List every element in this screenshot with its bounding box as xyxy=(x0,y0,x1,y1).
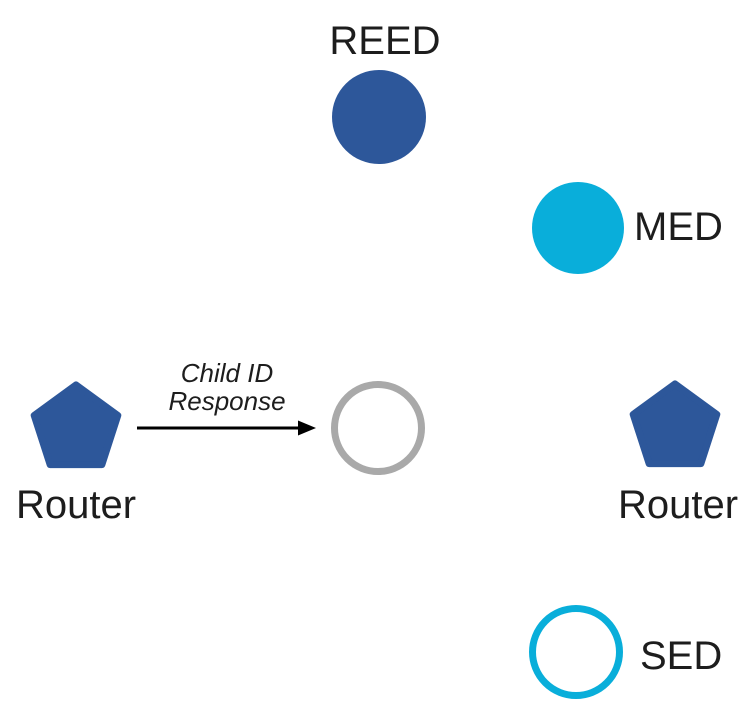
router-right-label: Router xyxy=(617,483,739,527)
node-router-left xyxy=(29,381,123,471)
message-label: Child ID Response xyxy=(127,359,327,415)
node-router-right xyxy=(628,380,722,470)
sed-node-circle xyxy=(529,605,623,699)
sed-label: SED xyxy=(640,634,723,678)
message-label-line2: Response xyxy=(168,386,286,416)
joining-device-circle xyxy=(331,381,425,475)
child-id-response-arrow-icon xyxy=(137,420,316,436)
reed-node-circle xyxy=(332,70,426,164)
med-label: MED xyxy=(634,205,723,249)
med-node-circle xyxy=(532,182,624,274)
reed-label: REED xyxy=(329,19,441,63)
message-label-line1: Child ID xyxy=(180,358,274,388)
pentagon-icon xyxy=(629,380,721,468)
pentagon-icon xyxy=(30,381,122,469)
router-left-label: Router xyxy=(15,483,137,527)
